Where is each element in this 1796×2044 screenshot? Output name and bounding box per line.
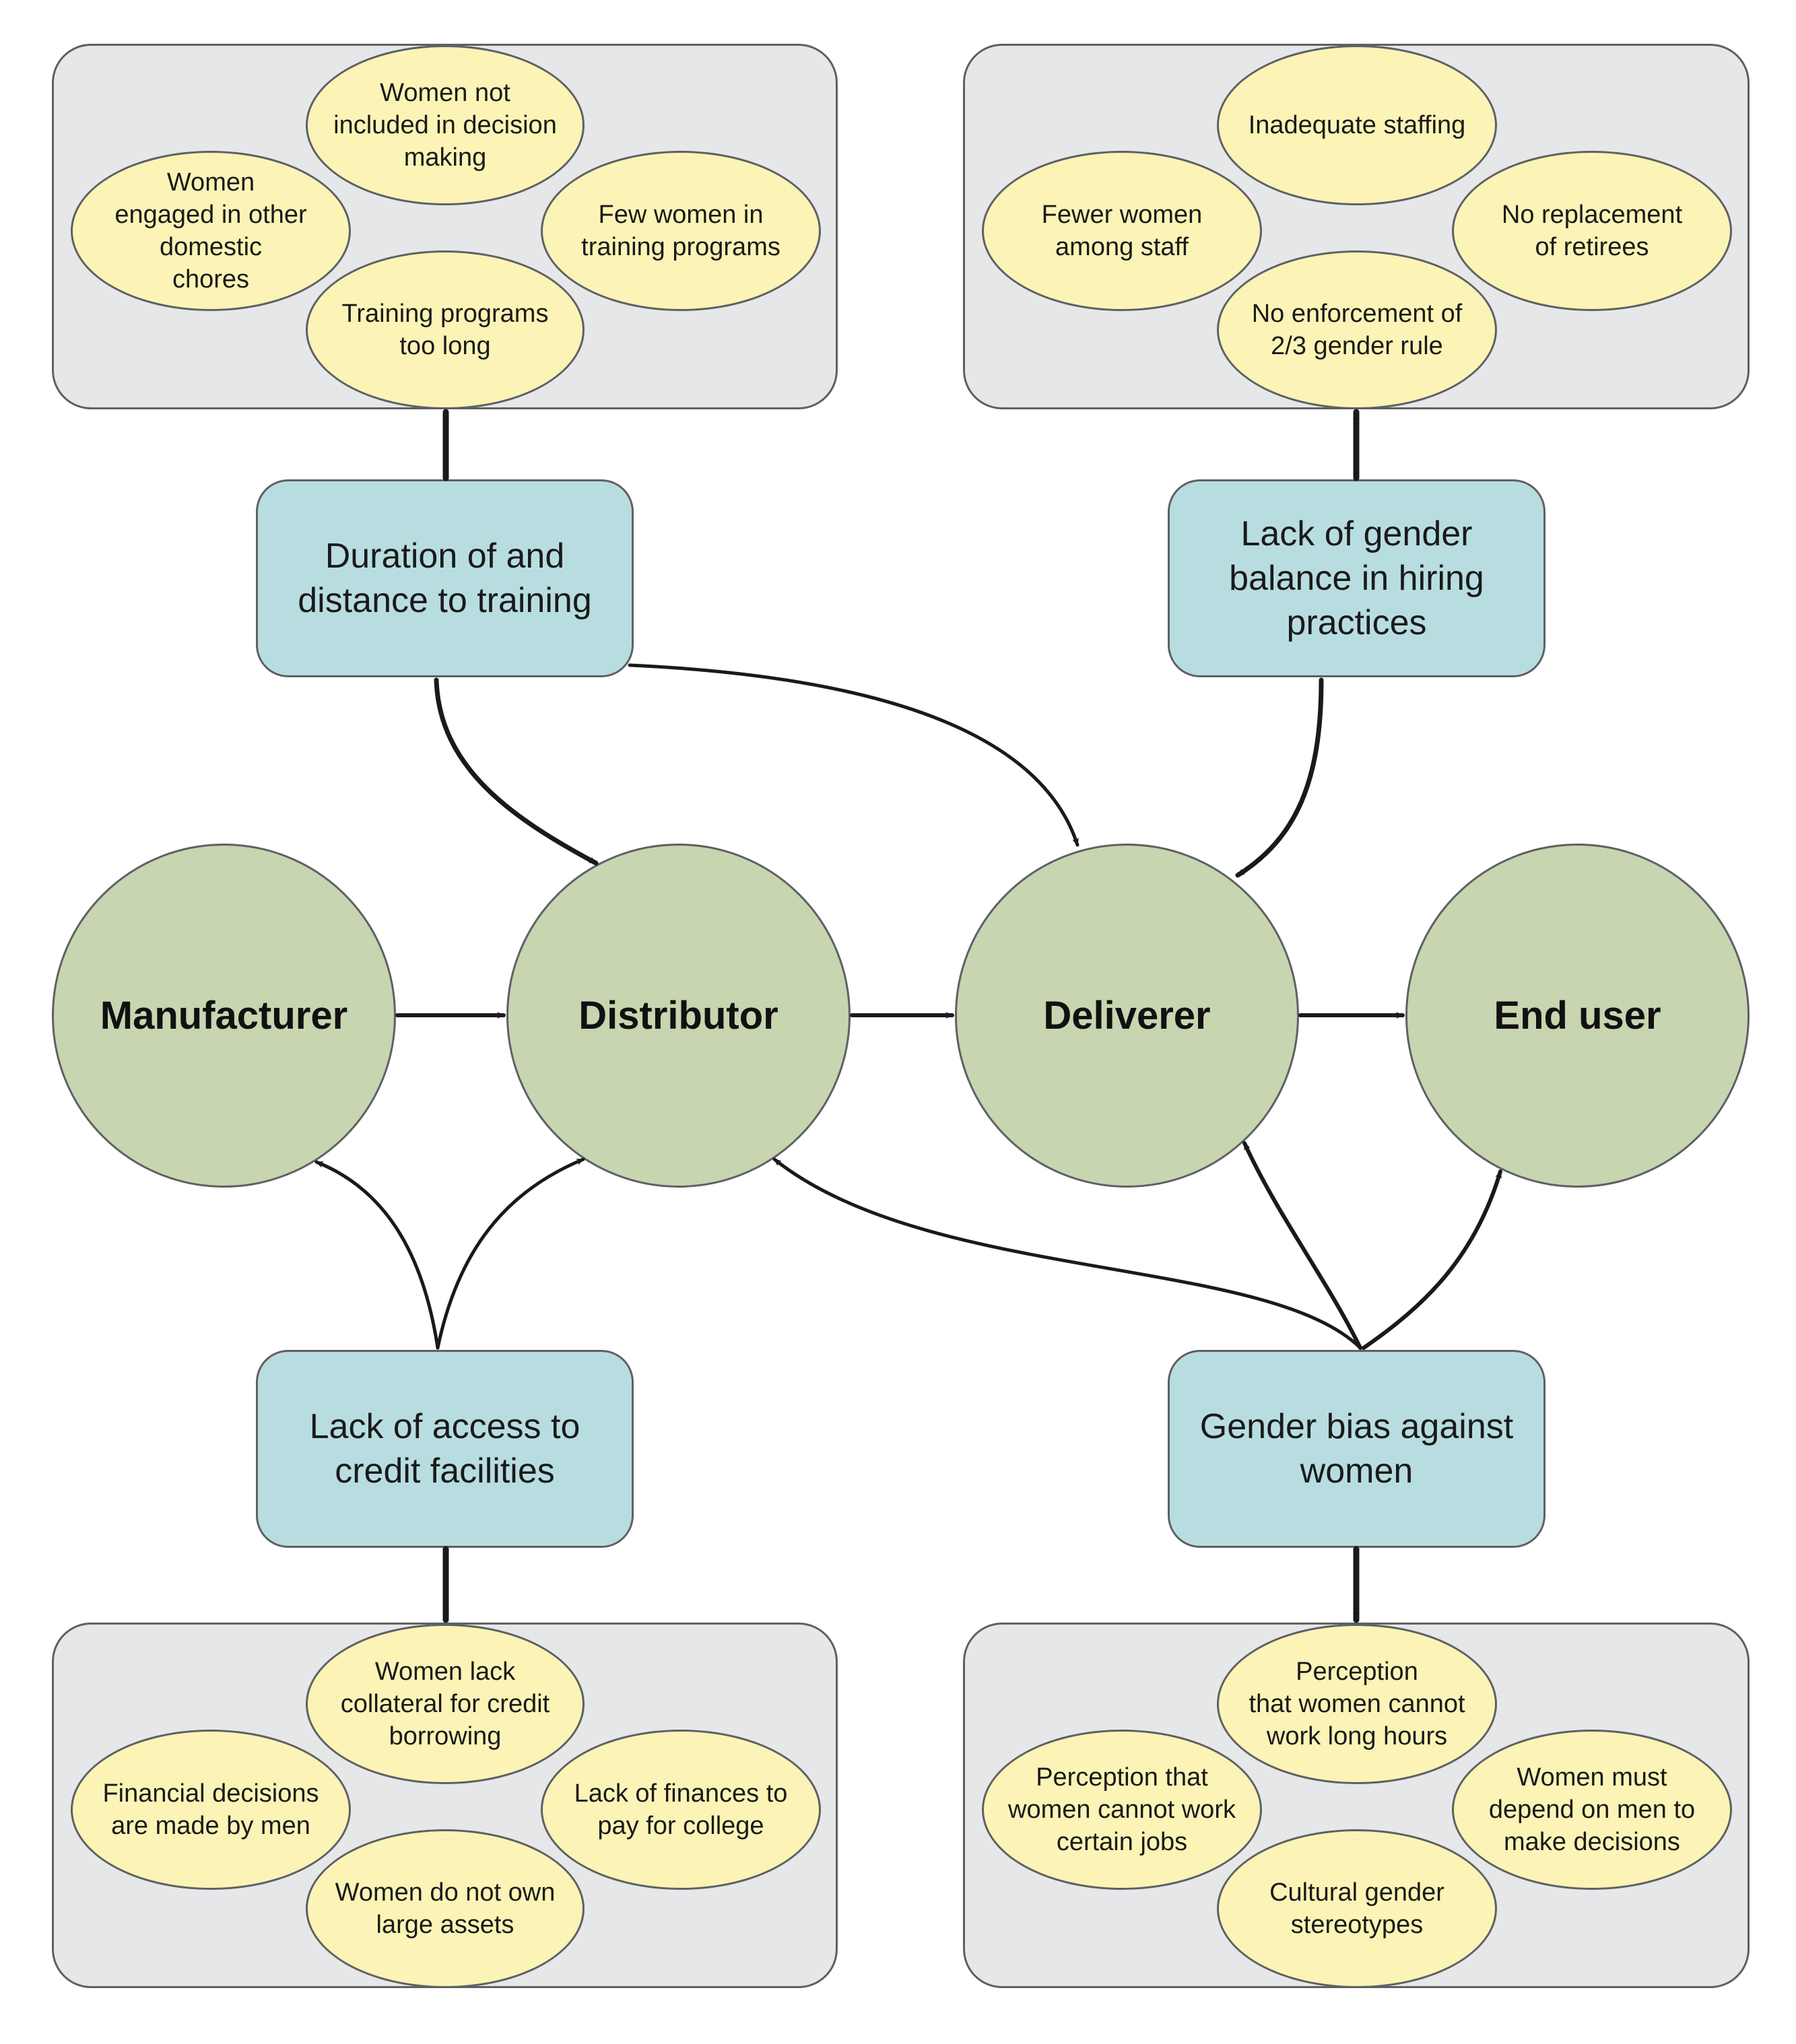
cause-training-too-long: Training programs too long [306, 250, 585, 409]
cause-lack-collateral: Women lack collateral for credit borrowi… [306, 1624, 585, 1784]
node-distributor: Distributor [506, 844, 851, 1188]
arrow-credit-to-manufacturer [314, 1160, 440, 1350]
factor-gender-bias: Gender bias against women [1168, 1350, 1545, 1548]
cause-domestic-chores: Women engaged in other domestic chores [71, 151, 351, 311]
node-manufacturer: Manufacturer [52, 844, 396, 1188]
hiring-causes-panel: Inadequate staffing Fewer women among st… [963, 44, 1750, 409]
arrow-bias-to-end-user [1362, 1169, 1502, 1350]
cause-no-replacement-retirees: No replacement of retirees [1452, 151, 1732, 311]
factor-credit-access: Lack of access to credit facilities [256, 1350, 634, 1548]
cause-few-women-training: Few women in training programs [541, 151, 821, 311]
node-deliverer: Deliverer [955, 844, 1299, 1188]
node-end-user: End user [1405, 844, 1750, 1188]
arrow-training-to-deliverer [628, 663, 1079, 847]
training-causes-panel: Women not included in decision making Wo… [52, 44, 838, 409]
cause-no-large-assets: Women do not own large assets [306, 1829, 585, 1988]
cause-depend-on-men: Women must depend on men to make decisio… [1452, 1730, 1732, 1890]
arrow-training-to-distributor [434, 677, 599, 866]
arrow-bias-to-distributor [772, 1157, 1362, 1350]
arrow-credit-to-distributor [436, 1157, 585, 1350]
cause-financial-decisions-men: Financial decisions are made by men [71, 1730, 351, 1890]
cause-lack-college-finances: Lack of finances to pay for college [541, 1730, 821, 1890]
factor-training-duration-distance: Duration of and distance to training [256, 479, 634, 677]
cause-fewer-women-staff: Fewer women among staff [982, 151, 1262, 311]
cause-cannot-work-certain-jobs: Perception that women cannot work certai… [982, 1730, 1262, 1890]
cause-inadequate-staffing: Inadequate staffing [1217, 45, 1497, 205]
factor-hiring-gender-balance: Lack of gender balance in hiring practic… [1168, 479, 1545, 677]
cause-women-not-in-decisions: Women not included in decision making [306, 45, 585, 205]
arrow-bias-to-deliverer [1242, 1141, 1362, 1350]
cause-cultural-stereotypes: Cultural gender stereotypes [1217, 1829, 1497, 1988]
arrow-hiring-to-deliverer [1235, 677, 1324, 878]
cause-no-gender-rule-enforcement: No enforcement of 2/3 gender rule [1217, 250, 1497, 409]
bias-causes-panel: Perception that women cannot work long h… [963, 1623, 1750, 1988]
credit-causes-panel: Women lack collateral for credit borrowi… [52, 1623, 838, 1988]
cause-cannot-work-long-hours: Perception that women cannot work long h… [1217, 1624, 1497, 1784]
